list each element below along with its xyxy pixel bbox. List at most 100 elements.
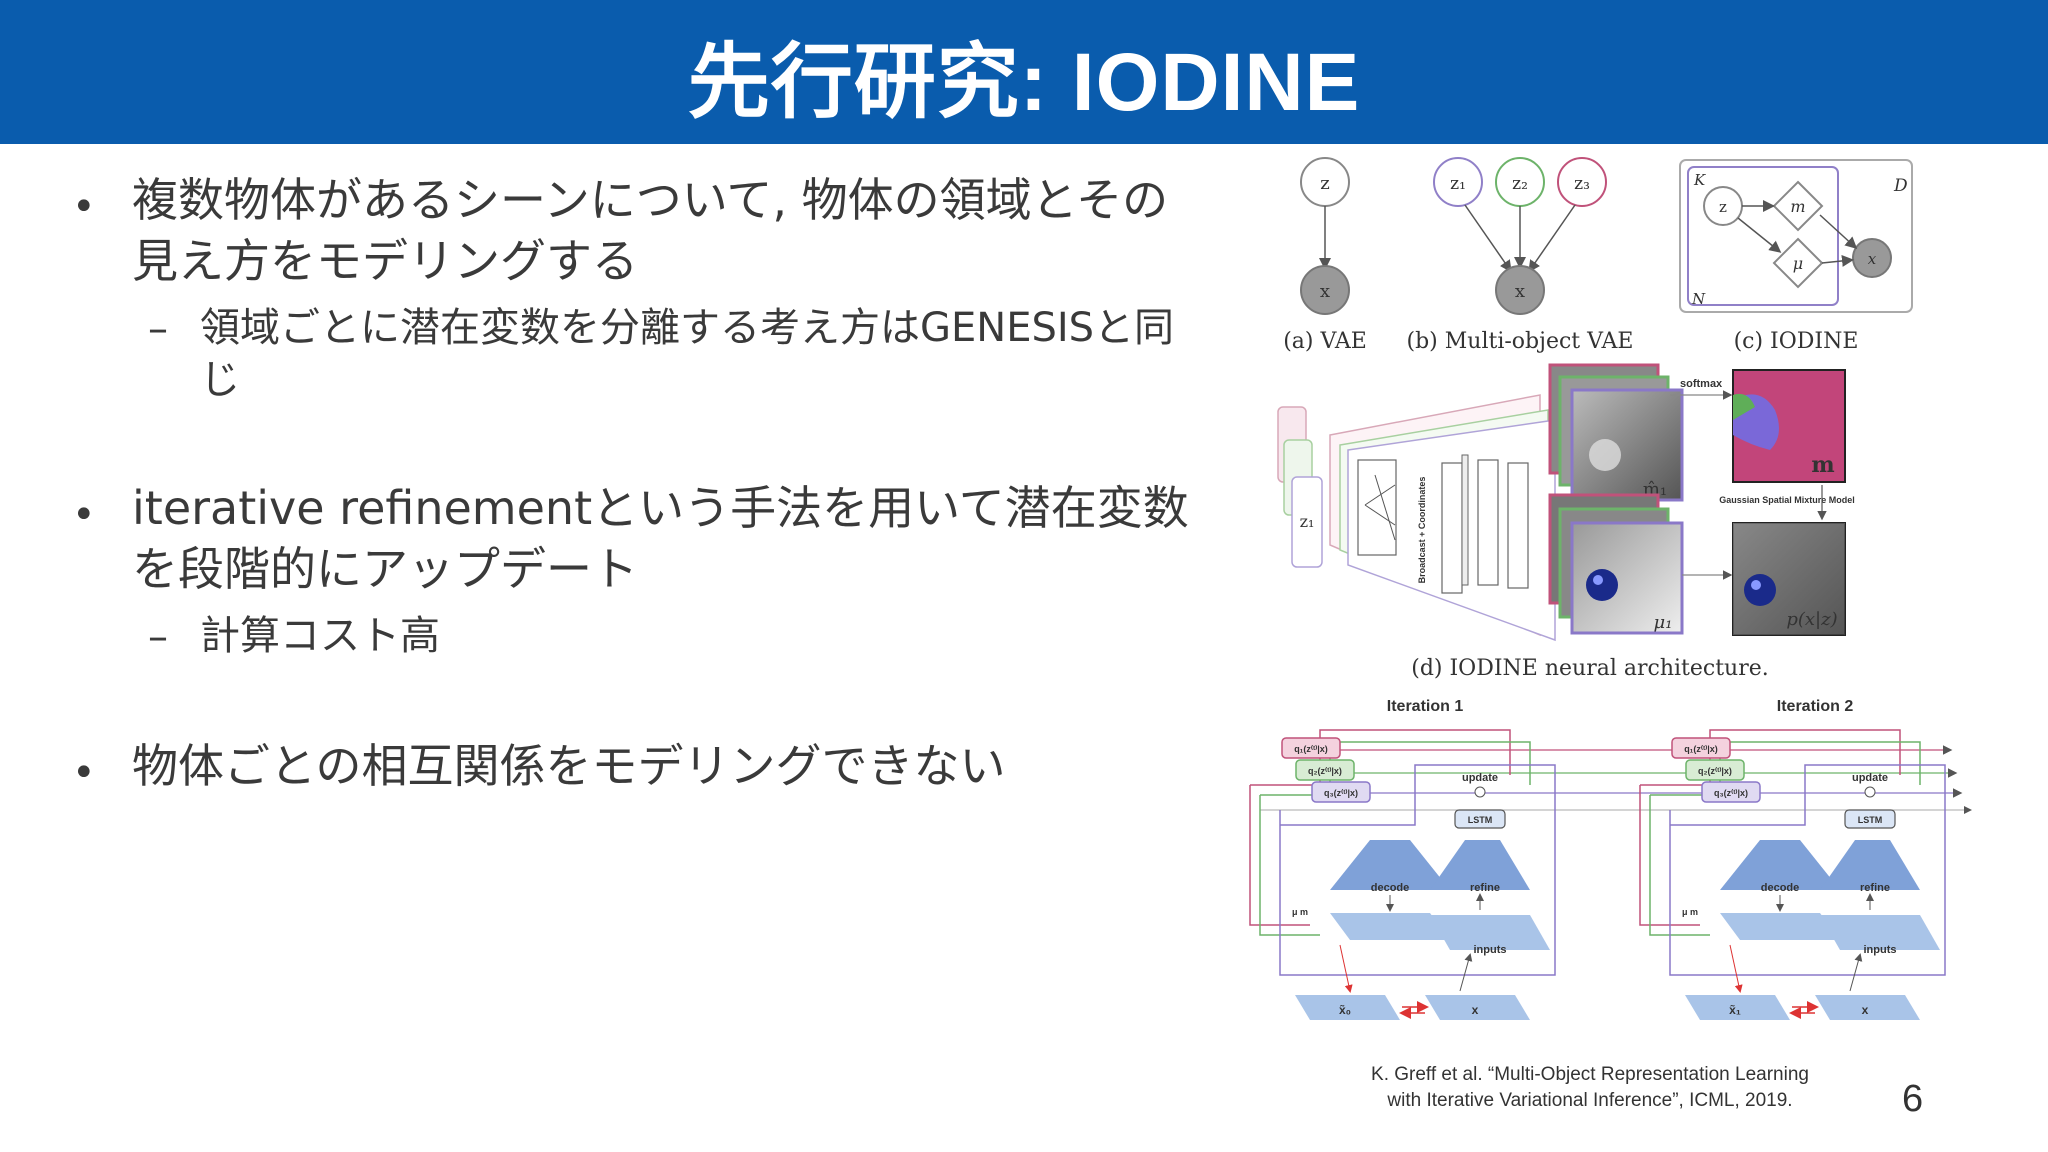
x0-block: [1295, 995, 1400, 1020]
mu-m-label: μ m: [1682, 907, 1698, 917]
decode-block: [1330, 840, 1450, 890]
node-z3: [1557, 157, 1607, 207]
plate-d-label: D: [1893, 176, 1908, 196]
iodine-figure: z x (a) VAE z₁ z₂ z₃ x (b) Multi-object …: [1249, 157, 1972, 1020]
inputs-block: [1430, 915, 1550, 950]
plate-k-label: K: [1693, 171, 1706, 189]
caption-b: (b) Multi-object VAE: [1407, 329, 1634, 354]
node-x-label: x: [1320, 281, 1330, 302]
gsmm-label: Gaussian Spatial Mixture Model: [1719, 495, 1855, 505]
graph-iodine: K D N z m μ x (c) IODINE: [1679, 159, 1913, 354]
decode-output: [1720, 913, 1840, 940]
caption-a: (a) VAE: [1283, 329, 1367, 354]
q1-box: [1281, 737, 1341, 759]
node-z3-label: z₃: [1574, 174, 1590, 194]
q3-box: [1311, 781, 1371, 803]
q3-label: q₃(z⁽ᵗ⁾|x): [1324, 788, 1358, 798]
node-z-label: z: [1320, 173, 1329, 194]
mu-m-label: μ m: [1292, 907, 1308, 917]
inputs-label: inputs: [1474, 944, 1507, 956]
q2-box: [1685, 759, 1745, 781]
neural-architecture: z₁ Broadcast + Coordinates m̂₁ μ₁ softma…: [1277, 363, 1855, 681]
node-z2-label: z₂: [1512, 174, 1528, 194]
z1-input-label: z₁: [1300, 512, 1315, 531]
refine-label: refine: [1470, 882, 1500, 894]
broadcast-label: Broadcast + Coordinates: [1417, 477, 1427, 584]
q2-label: q₂(z⁽ᵗ⁾|x): [1698, 766, 1732, 776]
mu1-label: μ₁: [1654, 612, 1673, 633]
sub-bullet-marker: –: [148, 306, 168, 352]
graph-vae: z x (a) VAE: [1283, 157, 1367, 354]
caption-c: (c) IODINE: [1734, 329, 1859, 354]
x-block: [1425, 995, 1530, 1020]
graph-multi-object-vae: z₁ z₂ z₃ x (b) Multi-object VAE: [1407, 157, 1634, 354]
x1-block: [1685, 995, 1790, 1020]
decode-label: decode: [1761, 882, 1800, 894]
refine-block: [1820, 840, 1920, 890]
x1-label: x̃₁: [1729, 1003, 1741, 1017]
lstm-box: [1454, 809, 1506, 829]
mask-image: [1570, 388, 1684, 502]
refine-label: refine: [1860, 882, 1890, 894]
z1-input-block: [1291, 476, 1323, 568]
node-mu: [1772, 237, 1824, 289]
decode-block: [1720, 840, 1840, 890]
bullet-2-sub-1: 計算コスト高: [200, 613, 440, 659]
bullet-1-text: 複数物体があるシーンについて, 物体の領域とその見え方をモデリングする: [132, 173, 1169, 288]
iteration-diagram: Iteration 1 Iteration 2 q₁(z⁽ᵗ⁾|x) q₂(z⁽…: [1249, 698, 1972, 1020]
iteration-2-label: Iteration 2: [1777, 698, 1854, 715]
decode-label: decode: [1371, 882, 1410, 894]
lstm-label: LSTM: [1468, 815, 1493, 825]
bullet-marker: •: [72, 750, 96, 796]
lstm-label: LSTM: [1858, 815, 1883, 825]
update-label: update: [1852, 772, 1888, 784]
pxz-label: p(x|z): [1786, 609, 1837, 630]
node-z1: [1433, 157, 1483, 207]
plate-k: [1687, 166, 1839, 306]
x-label: x: [1472, 1003, 1479, 1017]
softmax-label: softmax: [1680, 378, 1723, 390]
iteration-1-label: Iteration 1: [1387, 698, 1464, 715]
node-x-label: x: [1868, 250, 1877, 268]
lstm-box: [1844, 809, 1896, 829]
node-x: [1495, 265, 1545, 315]
node-m-label: m: [1790, 197, 1805, 216]
node-mu-label: μ: [1793, 254, 1803, 273]
q2-box: [1295, 759, 1355, 781]
citation: K. Greff et al. “Multi-Object Representa…: [1300, 1062, 1880, 1114]
iteration-1: q₁(z⁽ᵗ⁾|x) q₂(z⁽ᵗ⁾|x) q₃(z⁽ᵗ⁾|x) update …: [1249, 729, 1556, 1020]
node-z-label: z: [1719, 198, 1727, 216]
citation-line-1: K. Greff et al. “Multi-Object Representa…: [1371, 1064, 1809, 1085]
node-x-label: x: [1515, 281, 1525, 302]
bullet-2-text: iterative refinementという手法を用いて潜在変数を段階的にアッ…: [132, 481, 1189, 596]
q3-box: [1701, 781, 1761, 803]
sub-bullet-marker: –: [148, 614, 168, 660]
title-bar: 先行研究: IODINE: [0, 0, 2048, 144]
caption-d: (d) IODINE neural architecture.: [1411, 656, 1769, 681]
decode-output: [1330, 913, 1450, 940]
x-label: x: [1862, 1003, 1869, 1017]
q1-label: q₁(z⁽ᵗ⁾|x): [1684, 744, 1718, 754]
m-result-label: m: [1811, 452, 1834, 478]
node-x: [1300, 265, 1350, 315]
plate-d: [1679, 159, 1913, 313]
bullet-3-text: 物体ごとの相互関係をモデリングできない: [132, 739, 1006, 793]
citation-line-2: with Iterative Variational Inference”, I…: [1387, 1090, 1793, 1111]
q1-box: [1671, 737, 1731, 759]
bullet-1-sub-1: 領域ごとに潜在変数を分離する考え方はGENESISと同じ: [200, 305, 1175, 403]
bullet-marker: •: [72, 492, 96, 538]
x0-label: x̃₀: [1339, 1003, 1351, 1017]
inputs-block: [1820, 915, 1940, 950]
node-m: [1772, 180, 1824, 232]
refine-block: [1430, 840, 1530, 890]
update-label: update: [1462, 772, 1498, 784]
bullet-marker: •: [72, 184, 96, 230]
x-block: [1815, 995, 1920, 1020]
plate-n-label: N: [1691, 290, 1706, 308]
page-number: 6: [1902, 1078, 1924, 1120]
q2-label: q₂(z⁽ᵗ⁾|x): [1308, 766, 1342, 776]
iteration-2: q₁(z⁽ᵗ⁾|x) q₂(z⁽ᵗ⁾|x) q₃(z⁽ᵗ⁾|x) update …: [1639, 729, 1946, 1020]
node-z1-label: z₁: [1450, 174, 1466, 194]
slide-title: 先行研究: IODINE: [687, 36, 1361, 128]
q3-label: q₃(z⁽ᵗ⁾|x): [1714, 788, 1748, 798]
